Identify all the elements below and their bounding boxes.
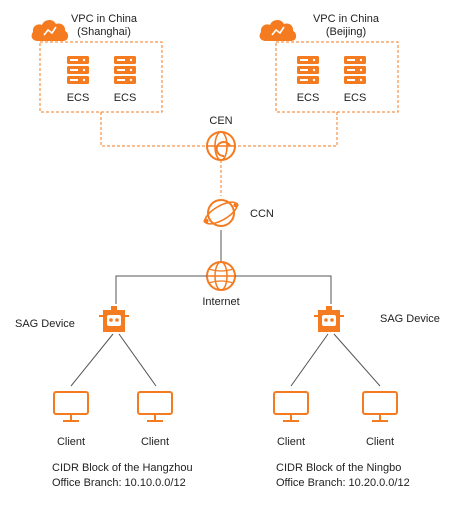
vpc-beijing-title: VPC in China — [313, 13, 380, 25]
sag-right-label: SAG Device — [380, 313, 440, 325]
vpc-cen-connector — [100, 112, 338, 147]
client-left-1: Client — [53, 391, 89, 448]
cen-label: CEN — [209, 115, 232, 127]
vpc-shanghai: VPC in China (Shanghai) ECS ECS — [30, 13, 163, 113]
branch-hangzhou-line2: Office Branch: 10.10.0.0/12 — [52, 477, 186, 489]
ccn-label: CCN — [250, 208, 274, 220]
sag-device-icon — [98, 305, 130, 333]
server-icon — [344, 56, 366, 84]
monitor-icon — [362, 391, 398, 422]
vpc-beijing: VPC in China (Beijing) ECS ECS — [258, 13, 399, 113]
branch-hangzhou: CIDR Block of the Hangzhou Office Branch… — [52, 462, 193, 489]
server-icon — [67, 56, 89, 84]
monitor-icon — [137, 391, 173, 422]
server-icon — [114, 56, 136, 84]
sag-device-icon — [313, 305, 345, 333]
vpc-shanghai-title: VPC in China — [71, 13, 138, 25]
vpc-beijing-region: (Beijing) — [326, 26, 366, 38]
monitor-icon — [273, 391, 309, 422]
client-right-2: Client — [362, 391, 398, 448]
sag-device-right: SAG Device — [313, 305, 440, 333]
globe-icon — [206, 261, 236, 291]
ecs-label: ECS — [67, 92, 90, 104]
server-icon — [297, 56, 319, 84]
vpc-shanghai-region: (Shanghai) — [77, 26, 131, 38]
branch-ningbo: CIDR Block of the Ningbo Office Branch: … — [276, 462, 410, 489]
cen-node: CEN — [206, 115, 236, 161]
client-right-1: Client — [273, 391, 309, 448]
branch-hangzhou-line1: CIDR Block of the Hangzhou — [52, 462, 193, 474]
ecs-label: ECS — [297, 92, 320, 104]
monitor-icon — [53, 391, 89, 422]
client-label: Client — [141, 436, 169, 448]
internet-sag-lines — [115, 275, 332, 304]
ccn-orbit-icon — [203, 199, 239, 227]
ecs-label: ECS — [344, 92, 367, 104]
sag-device-left: SAG Device — [15, 305, 130, 333]
internet-node: Internet — [202, 261, 240, 308]
client-label: Client — [366, 436, 394, 448]
ccn-node: CCN — [203, 199, 274, 227]
sag-left-label: SAG Device — [15, 318, 75, 330]
client-label: Client — [277, 436, 305, 448]
branch-ningbo-line2: Office Branch: 10.20.0.0/12 — [276, 477, 410, 489]
internet-label: Internet — [202, 296, 239, 308]
client-left-2: Client — [137, 391, 173, 448]
cen-globe-icon — [206, 131, 236, 161]
client-label: Client — [57, 436, 85, 448]
sag-client-lines — [70, 333, 381, 387]
ecs-label: ECS — [114, 92, 137, 104]
branch-ningbo-line1: CIDR Block of the Ningbo — [276, 462, 401, 474]
cloud-icon — [258, 19, 297, 42]
cloud-icon — [30, 19, 69, 42]
